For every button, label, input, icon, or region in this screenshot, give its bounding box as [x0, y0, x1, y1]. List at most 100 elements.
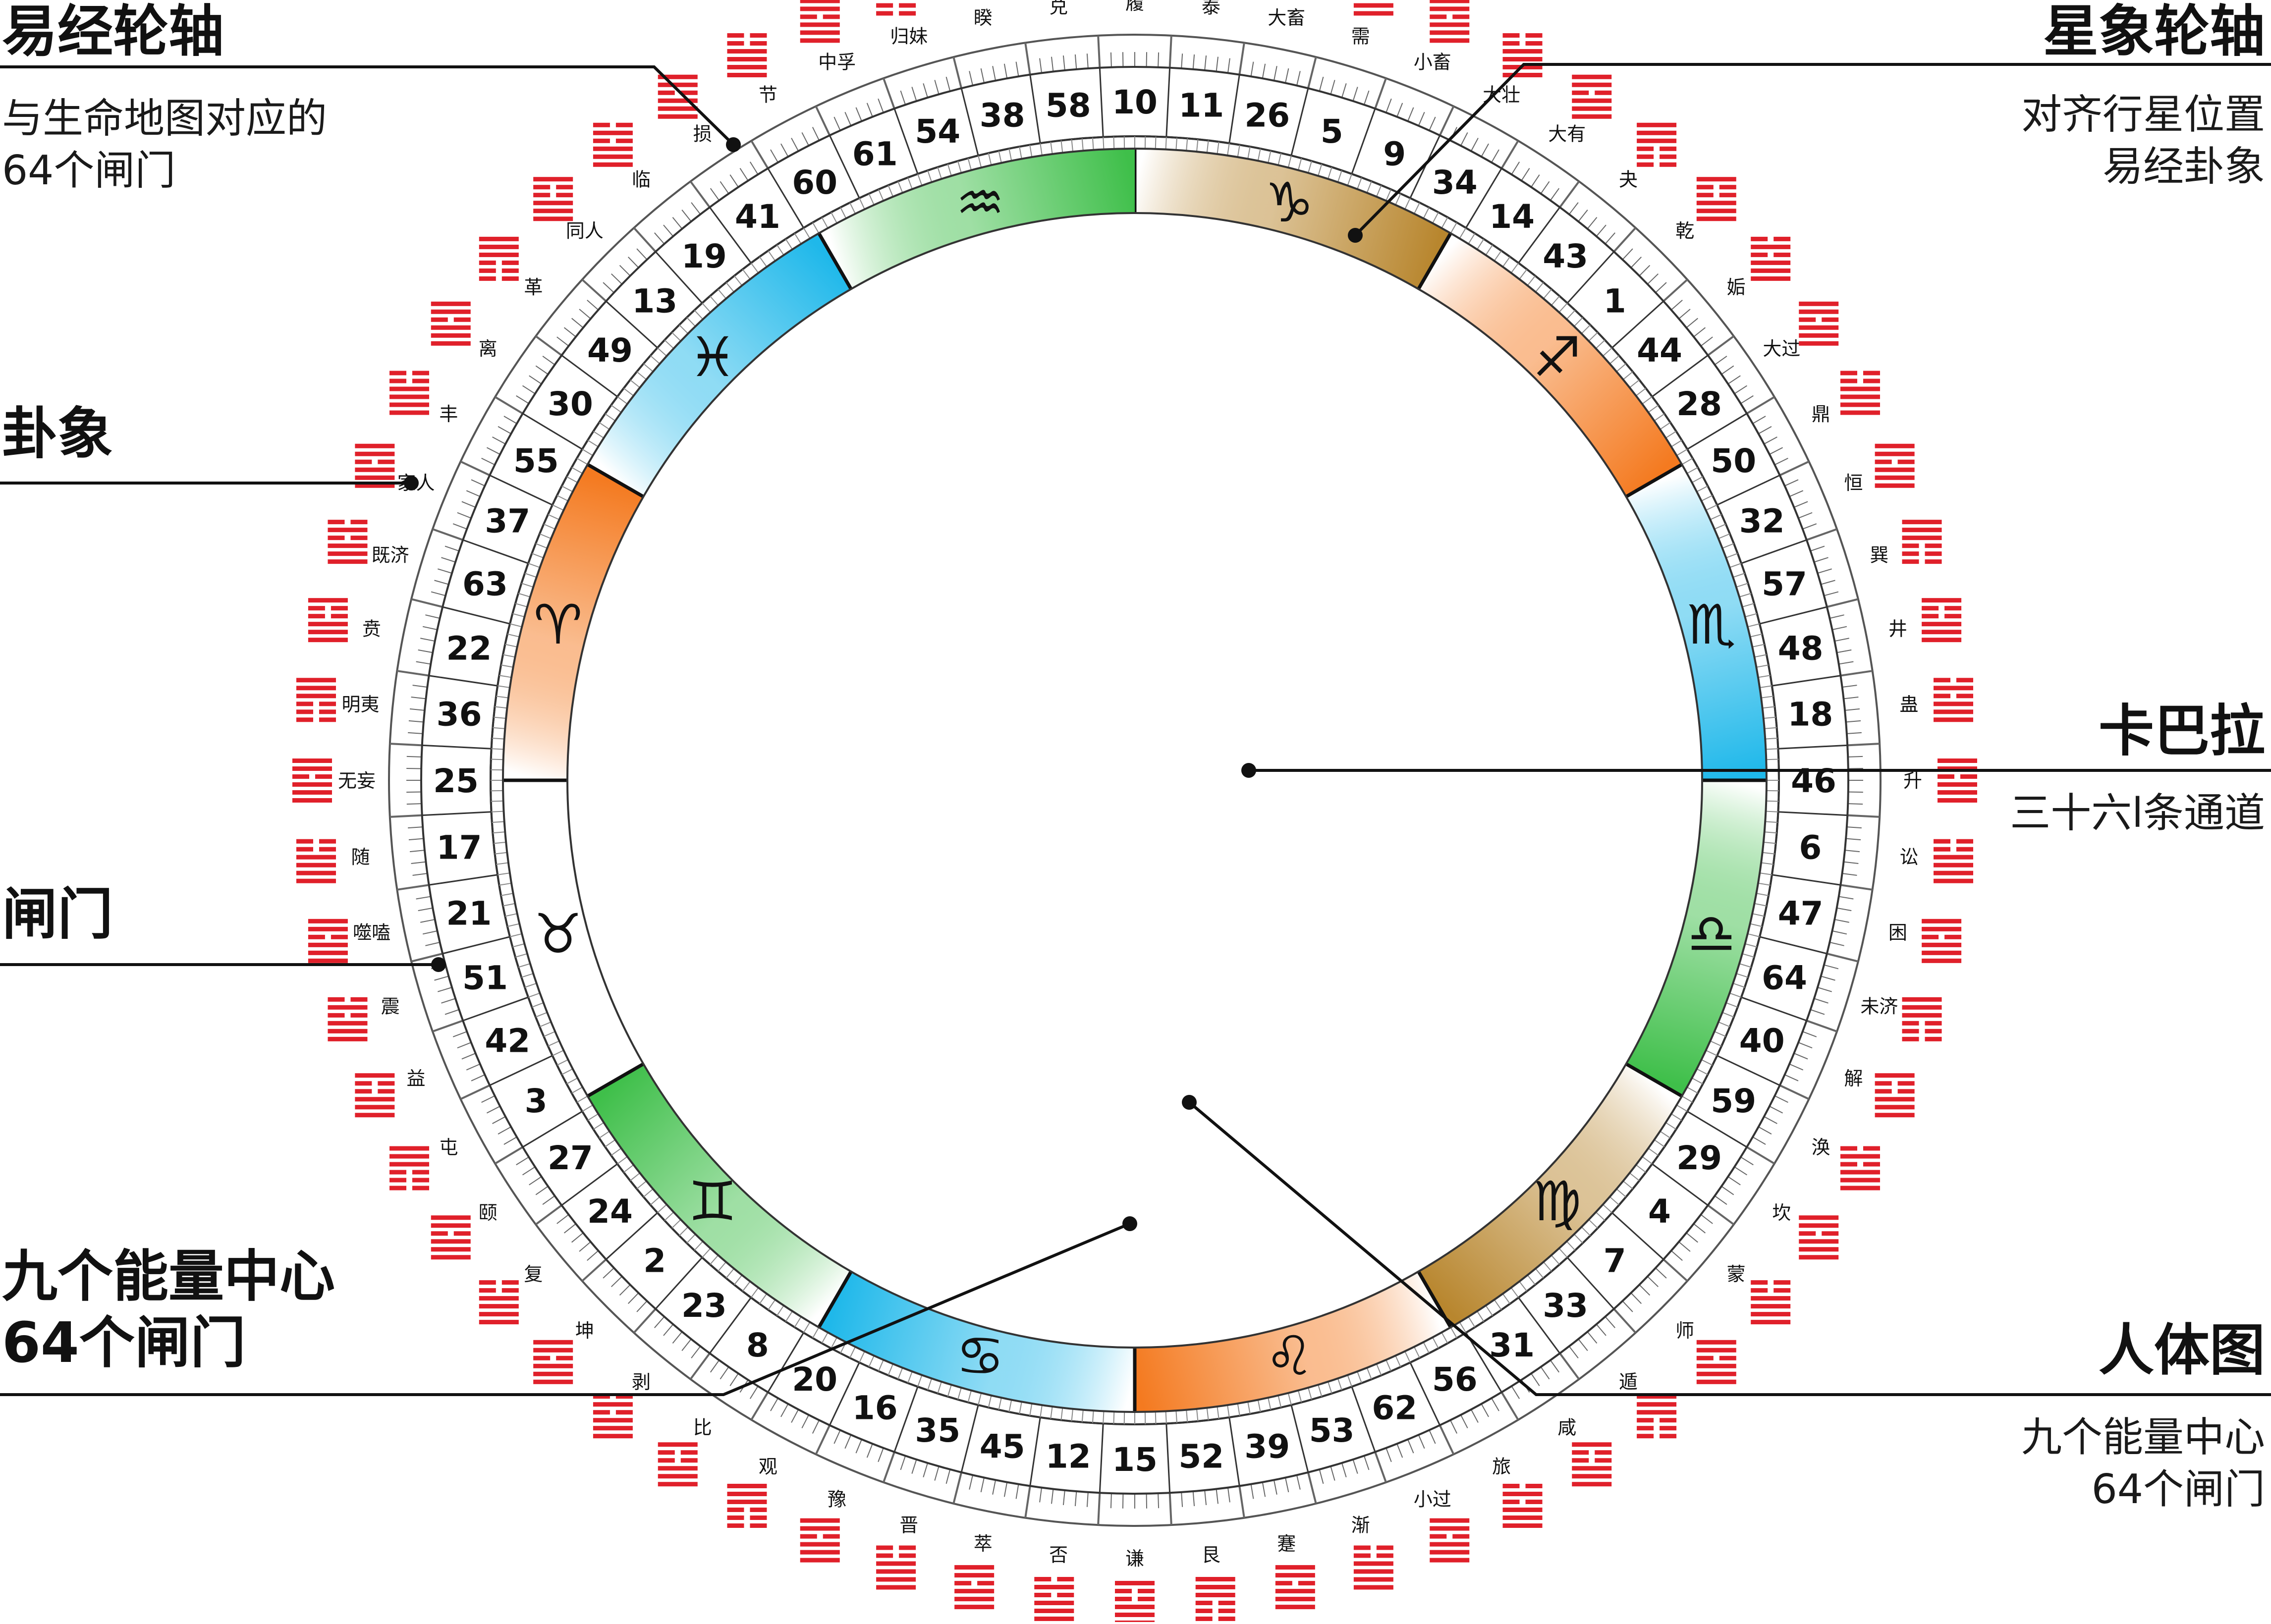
hexagram-line-broken [1898, 460, 1915, 464]
tick-mark [1569, 203, 1578, 215]
hexagram-line-solid [727, 65, 767, 69]
hexagram-line-solid [593, 147, 633, 151]
hexagram-line-solid [1934, 717, 1973, 722]
tick-mark [1741, 1157, 1753, 1165]
hexagram-line-broken [389, 1178, 406, 1183]
hexagram-line-broken [727, 1523, 744, 1528]
hexagram-line-solid [658, 1482, 698, 1486]
tick-mark [1025, 1486, 1030, 1517]
astro-wheel-desc-line2: 易经卦象 [2021, 141, 2265, 193]
gate-number: 1 [1604, 282, 1626, 320]
tick-mark [1481, 1404, 1489, 1417]
hexagram-line-solid [296, 855, 336, 860]
tick-mark [946, 1469, 950, 1484]
hexagram-line-broken [556, 193, 573, 197]
hexagram-line-broken [1751, 237, 1768, 241]
hexagram-line-solid [296, 694, 336, 698]
hexagram-line-solid [1572, 1442, 1611, 1447]
tick-mark [1686, 1233, 1698, 1243]
hexagram-line-solid [1922, 927, 1961, 931]
hexagram-line-broken [389, 1170, 406, 1175]
hexagram-line-broken [1925, 551, 1942, 556]
hexagram-line-solid [1799, 1255, 1838, 1259]
hexagram-glyph [1934, 839, 1973, 883]
tick-mark [416, 897, 431, 899]
tick-mark [740, 168, 748, 181]
hexagram-line-solid [1875, 452, 1915, 456]
tick-mark [845, 1435, 851, 1449]
hexagram-line-solid [1902, 520, 1942, 524]
sign-tick [1766, 801, 1778, 802]
hexagram-line-broken [533, 1356, 550, 1360]
hexagram-line-solid [800, 1526, 840, 1531]
hexagram-line-solid [1572, 1466, 1611, 1470]
hexagram-line-broken [412, 1170, 429, 1175]
tick-mark [1004, 1482, 1007, 1497]
hexagram-line-solid [1503, 57, 1543, 61]
tick-mark [981, 68, 984, 83]
tick-mark [802, 132, 809, 146]
hexagram-line-broken [355, 1089, 372, 1093]
tick-mark [1639, 266, 1650, 276]
tick-mark [1622, 1301, 1633, 1312]
hexagram-line-broken [296, 702, 313, 706]
tick-mark [1228, 58, 1230, 73]
tick-mark [1098, 1493, 1100, 1525]
hexagram-line-broken [315, 774, 332, 779]
tick-mark [672, 1332, 682, 1343]
hexagram-line-solid [292, 798, 332, 803]
hexagram-line-solid [389, 410, 429, 415]
gate-number: 26 [1244, 96, 1290, 134]
hexagram-line-solid [308, 951, 348, 955]
tick-mark [1429, 117, 1435, 130]
tick-mark [1605, 1317, 1615, 1328]
hexagram-line-broken [1840, 379, 1857, 383]
hexagram-name: 巽 [1870, 544, 1888, 566]
hexagram-line-broken [681, 1458, 698, 1462]
gate-number: 37 [485, 502, 530, 541]
hexagram-line-broken [1196, 1609, 1213, 1613]
hexagram-line-broken [1697, 1356, 1714, 1360]
tick-mark [691, 1346, 700, 1358]
tick-mark [867, 1444, 873, 1458]
tick-mark [1353, 87, 1358, 101]
tick-mark [1040, 1488, 1042, 1503]
hexagram-line-solid [1275, 1589, 1315, 1593]
hexagram-line-solid [1840, 1186, 1880, 1191]
hexagram-line-solid [1503, 49, 1543, 54]
tick-mark [1842, 685, 1857, 687]
hexagram-line-broken [1354, 1546, 1371, 1550]
tick-mark [390, 744, 422, 745]
hexagram-line-solid [1934, 709, 1973, 714]
hexagram-line-broken [1503, 1500, 1520, 1504]
hexagram-line-solid [479, 1296, 519, 1300]
hexagram-line-solid [1922, 919, 1961, 923]
tick-mark [1818, 987, 1832, 992]
hexagram-line-broken [1115, 1589, 1132, 1593]
hexagram-line-broken [1526, 1484, 1543, 1488]
tick-mark [1694, 327, 1705, 337]
tick-mark [1408, 1439, 1413, 1453]
hexagram-line-solid [1430, 30, 1469, 35]
tick-mark [1701, 337, 1713, 346]
tick-mark [579, 1242, 591, 1251]
gate-number: 31 [1489, 1326, 1535, 1364]
hexagram-line-broken [331, 614, 348, 618]
hexagram-line-solid [479, 1320, 519, 1324]
hexagram-name: 未济 [1860, 996, 1898, 1018]
hexagram-glyph [296, 839, 336, 883]
tick-mark [1461, 132, 1468, 146]
tick-mark [655, 233, 665, 244]
tick-mark [1656, 1268, 1666, 1278]
tick-mark [1847, 733, 1862, 734]
hexagram-name: 谦 [1125, 1548, 1144, 1570]
tick-mark [1837, 650, 1852, 652]
hexagram-line-solid [1637, 1402, 1676, 1407]
tick-mark [1827, 599, 1858, 607]
hexagram-line-broken [355, 460, 372, 464]
hexagram-line-broken [823, 1534, 840, 1539]
hexagram-line-solid [1875, 1113, 1915, 1117]
tick-mark [781, 144, 788, 157]
hexagram-glyph [1697, 177, 1736, 221]
hexagram-line-broken [1430, 14, 1446, 19]
